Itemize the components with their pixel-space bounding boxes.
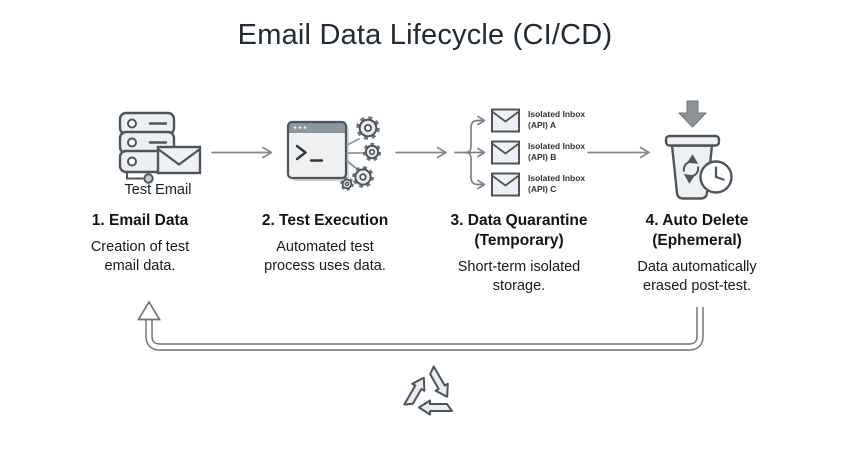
stage-1-text: 1. Email Data Creation of test email dat… <box>57 211 223 276</box>
trash-clock-icon <box>664 100 733 200</box>
inbox-label-line: (API) A <box>528 120 557 131</box>
inbox-envelope-icon <box>491 172 520 197</box>
down-arrow-icon <box>678 100 707 128</box>
loop-arrowhead <box>136 300 162 321</box>
stage-3-heading: 3. Data Quarantine (Temporary) <box>450 212 588 249</box>
window-outline <box>286 120 348 180</box>
server-email-icon <box>118 111 202 184</box>
inbox-label-line: Isolated Inbox <box>528 173 586 183</box>
isolated-inboxes-icon <box>491 108 520 197</box>
terminal-window-icon <box>288 122 346 178</box>
titlebar-dot <box>303 126 307 129</box>
stage-4-heading: 4. Auto Delete (Ephemeral) <box>645 212 749 249</box>
server-caption: Test Email <box>124 182 192 198</box>
stage-3-body: Short-term isolated storage. <box>457 258 581 294</box>
gear-links <box>346 138 364 169</box>
inbox-label-line: (API) C <box>528 184 557 195</box>
titlebar-dot <box>293 126 297 129</box>
server-led <box>127 156 137 167</box>
stage-4-text: 4. Auto Delete (Ephemeral) Data automati… <box>606 211 788 296</box>
flow-arrow-2 <box>395 146 447 159</box>
stage-1-heading: 1. Email Data <box>91 212 189 229</box>
stage-1-body: Creation of test email data. <box>90 238 190 274</box>
gear-icon <box>352 166 374 188</box>
page-title: Email Data Lifecycle (CI/CD) <box>237 19 613 51</box>
gear-icon <box>356 116 380 140</box>
fork-arrows <box>454 115 486 190</box>
inbox-envelope-icon <box>491 108 520 133</box>
prompt-glyph <box>295 144 324 162</box>
stage-2-body: Automated test process uses data. <box>264 238 386 274</box>
window-titlebar <box>288 122 346 133</box>
titlebar-dot <box>298 126 302 129</box>
cycle-arrows-icon <box>682 154 700 184</box>
inbox-label-b: Isolated Inbox (API) B <box>528 141 612 163</box>
flow-arrow-3 <box>587 146 650 159</box>
envelope-icon <box>156 145 202 175</box>
server-led <box>127 118 137 129</box>
gear-icon <box>340 177 354 191</box>
stage-4-body: Data automatically erased post-test. <box>637 258 757 294</box>
inbox-label-c: Isolated Inbox (API) C <box>528 173 612 195</box>
inbox-label-line: (API) B <box>528 152 557 163</box>
clock-icon <box>699 160 733 194</box>
inbox-label-line: Isolated Inbox <box>528 141 586 151</box>
loop-arrow <box>136 300 704 351</box>
terminal-gears-icon <box>286 116 382 191</box>
server-led <box>127 137 137 148</box>
stage-3-text: 3. Data Quarantine (Temporary) Short-ter… <box>430 211 608 296</box>
stage-2-text: 2. Test Execution Automated test process… <box>241 211 409 276</box>
flow-arrow-1 <box>211 146 273 159</box>
connector-node <box>143 173 154 184</box>
inbox-envelope-icon <box>491 140 520 165</box>
inbox-label-a: Isolated Inbox (API) A <box>528 109 612 131</box>
server-connector <box>126 171 144 180</box>
stage-2-heading: 2. Test Execution <box>261 212 389 229</box>
inbox-label-line: Isolated Inbox <box>528 109 586 119</box>
gear-icon <box>362 142 382 162</box>
recycle-icon <box>403 365 453 416</box>
trash-can-rim <box>664 134 721 147</box>
